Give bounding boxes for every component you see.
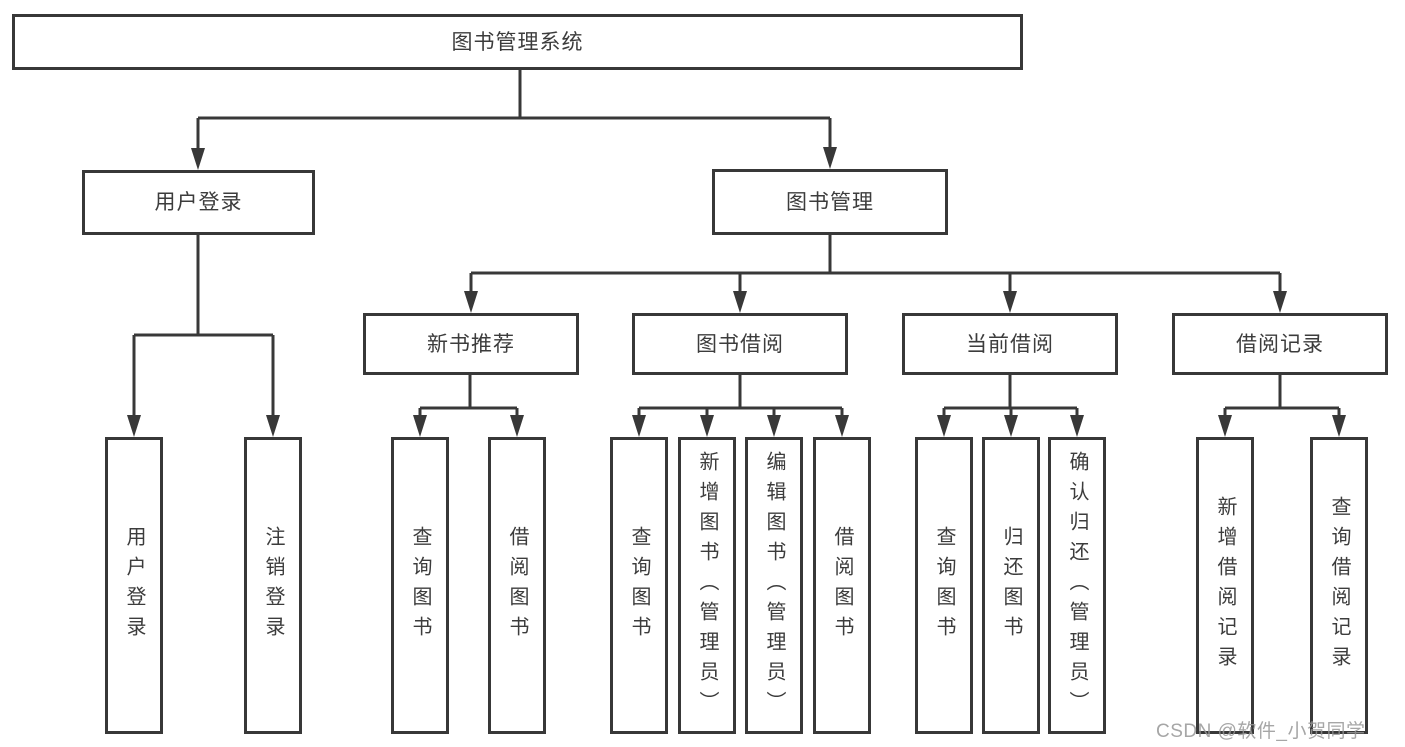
leaf-query-books-current-label: 查询图书 (933, 525, 955, 646)
leaf-query-borrow-record-label: 查询借阅记录 (1328, 495, 1350, 676)
leaf-user-login: 用户登录 (105, 437, 163, 734)
leaf-query-books-current: 查询图书 (915, 437, 973, 734)
node-new-book-recommendation: 新书推荐 (363, 313, 579, 375)
leaf-query-books-borrowing-label: 查询图书 (628, 525, 650, 646)
leaf-query-books-recommend: 查询图书 (391, 437, 449, 734)
leaf-query-books-borrowing: 查询图书 (610, 437, 668, 734)
node-current-borrowing: 当前借阅 (902, 313, 1118, 375)
leaf-logout: 注销登录 (244, 437, 302, 734)
leaf-add-borrow-record-label: 新增借阅记录 (1214, 495, 1236, 676)
leaf-return-book: 归还图书 (982, 437, 1040, 734)
node-library-management-system: 图书管理系统 (12, 14, 1023, 70)
node-user-login: 用户登录 (82, 170, 315, 235)
node-book-borrowing: 图书借阅 (632, 313, 848, 375)
leaf-borrow-books-recommend-label: 借阅图书 (506, 525, 528, 646)
leaf-user-login-label: 用户登录 (123, 525, 145, 646)
leaf-return-book-label: 归还图书 (1000, 525, 1022, 646)
node-book-management: 图书管理 (712, 169, 948, 235)
leaf-confirm-return-admin: 确认归还（管理员） (1048, 437, 1106, 734)
node-borrowing-records: 借阅记录 (1172, 313, 1388, 375)
leaf-borrow-books-label: 借阅图书 (831, 525, 853, 646)
leaf-add-book-admin-label: 新增图书（管理员） (696, 450, 718, 721)
leaf-logout-label: 注销登录 (262, 525, 284, 646)
csdn-watermark: CSDN @软件_小贺同学 (1156, 721, 1366, 742)
leaf-borrow-books: 借阅图书 (813, 437, 871, 734)
leaf-add-borrow-record: 新增借阅记录 (1196, 437, 1254, 734)
leaf-edit-book-admin: 编辑图书（管理员） (745, 437, 803, 734)
leaf-confirm-return-admin-label: 确认归还（管理员） (1066, 450, 1088, 721)
leaf-query-books-recommend-label: 查询图书 (409, 525, 431, 646)
leaf-add-book-admin: 新增图书（管理员） (678, 437, 736, 734)
leaf-edit-book-admin-label: 编辑图书（管理员） (763, 450, 785, 721)
leaf-borrow-books-recommend: 借阅图书 (488, 437, 546, 734)
leaf-query-borrow-record: 查询借阅记录 (1310, 437, 1368, 734)
